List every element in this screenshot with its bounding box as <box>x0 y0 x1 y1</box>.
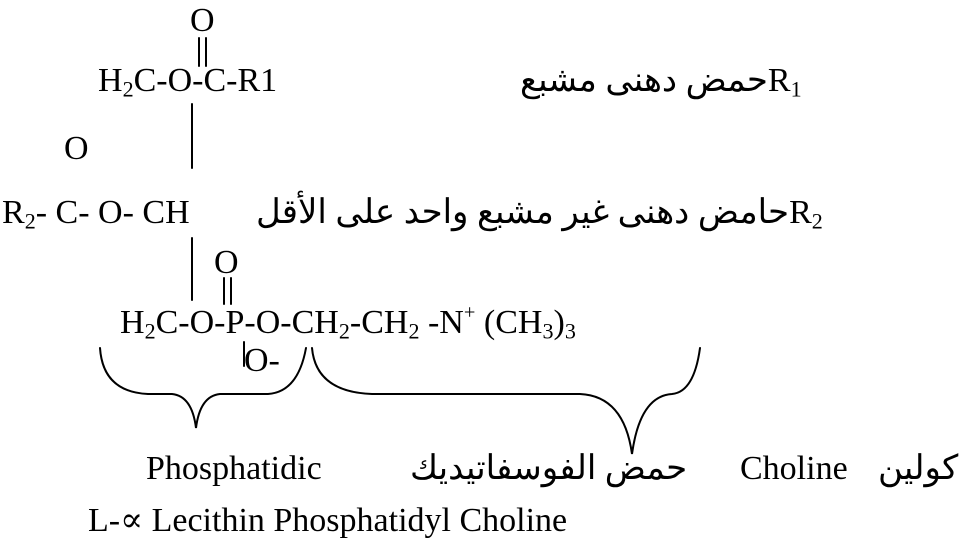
phosphate-oxygen: O <box>214 244 239 281</box>
carbonyl-oxygen-top: O <box>190 2 215 39</box>
choline-brace <box>311 347 701 455</box>
phosphate-o-minus: O- <box>244 342 280 379</box>
lecithin-caption: L-∝ Lecithin Phosphatidyl Choline <box>88 502 568 539</box>
glycerol-c3-phosphocholine: H2C-O-P-O-CH2-CH2 -N+ (CH3)3 <box>120 301 576 344</box>
choline-label-en: Choline <box>740 450 848 487</box>
r2-annotation: R2حامض دهنى غير مشبع واحد على الأقل <box>256 194 823 234</box>
r1-symbol: R1 <box>767 62 802 102</box>
phosphatidic-label-ar: حمض الفوسفاتيديك <box>410 450 688 487</box>
r1-annotation: R1حمض دهنى مشبع <box>520 62 802 102</box>
carbonyl-oxygen-mid: O <box>64 130 89 167</box>
glycerol-c1-group: H2C-O-C-R1 <box>98 62 278 102</box>
glycerol-c2-group: R2- C- O- CH <box>2 194 190 234</box>
phosphatidic-brace <box>99 347 307 429</box>
phosphatidic-label-en: Phosphatidic <box>146 450 322 487</box>
choline-label-ar: كولين <box>878 450 959 487</box>
r2-symbol: R2 <box>789 194 823 234</box>
